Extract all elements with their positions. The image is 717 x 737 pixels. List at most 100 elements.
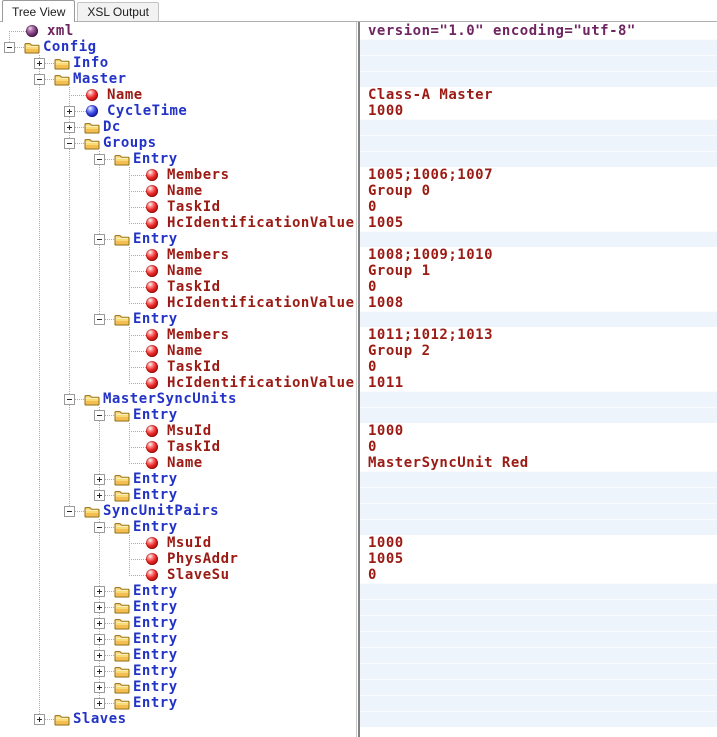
tab-xsl-output[interactable]: XSL Output — [77, 2, 159, 21]
node-label[interactable]: Members — [167, 327, 230, 343]
node-label[interactable]: Name — [167, 263, 203, 279]
node-label[interactable]: MsuId — [167, 423, 212, 439]
node-label[interactable]: xml — [47, 23, 74, 39]
node-label[interactable]: Members — [167, 247, 230, 263]
node-label[interactable]: Entry — [133, 311, 178, 327]
node-label[interactable]: Entry — [133, 519, 178, 535]
tree-node-entry[interactable]: Entry — [0, 311, 356, 327]
tree-node-entry[interactable]: Entry — [0, 231, 356, 247]
node-label[interactable]: Entry — [133, 695, 178, 711]
tree-node-members[interactable]: Members — [0, 327, 356, 343]
tree-node-members[interactable]: Members — [0, 247, 356, 263]
tree-node-entry[interactable]: Entry — [0, 471, 356, 487]
tree-node-name[interactable]: Name — [0, 87, 356, 103]
node-label[interactable]: Entry — [133, 679, 178, 695]
tree-node-slaves[interactable]: Slaves — [0, 711, 356, 727]
tree-node-info[interactable]: Info — [0, 55, 356, 71]
expander-plus-icon[interactable] — [94, 602, 105, 613]
tree-node-cycletime[interactable]: CycleTime — [0, 103, 356, 119]
node-label[interactable]: Info — [73, 55, 109, 71]
node-label[interactable]: MasterSyncUnits — [103, 391, 237, 407]
tree-node-entry[interactable]: Entry — [0, 663, 356, 679]
tree-node-dc[interactable]: Dc — [0, 119, 356, 135]
tree-node-slavesu[interactable]: SlaveSu — [0, 567, 356, 583]
expander-plus-icon[interactable] — [34, 58, 45, 69]
tree-node-name[interactable]: Name — [0, 343, 356, 359]
node-label[interactable]: Entry — [133, 583, 178, 599]
tree-node-entry[interactable]: Entry — [0, 615, 356, 631]
tree-node-physaddr[interactable]: PhysAddr — [0, 551, 356, 567]
node-label[interactable]: TaskId — [167, 279, 221, 295]
tree-node-members[interactable]: Members — [0, 167, 356, 183]
node-label[interactable]: Entry — [133, 615, 178, 631]
tree-node-hcidentificationvalue[interactable]: HcIdentificationValue — [0, 295, 356, 311]
node-label[interactable]: Entry — [133, 471, 178, 487]
expander-plus-icon[interactable] — [94, 666, 105, 677]
node-label[interactable]: Members — [167, 167, 230, 183]
node-label[interactable]: SlaveSu — [167, 567, 230, 583]
tree-node-name[interactable]: Name — [0, 263, 356, 279]
node-label[interactable]: MsuId — [167, 535, 212, 551]
tree-node-entry[interactable]: Entry — [0, 695, 356, 711]
node-label[interactable]: Entry — [133, 647, 178, 663]
expander-minus-icon[interactable] — [94, 314, 105, 325]
tree-node-master[interactable]: Master — [0, 71, 356, 87]
expander-minus-icon[interactable] — [94, 234, 105, 245]
tree-node-taskid[interactable]: TaskId — [0, 199, 356, 215]
tree-node-entry[interactable]: Entry — [0, 679, 356, 695]
node-label[interactable]: Name — [167, 343, 203, 359]
expander-plus-icon[interactable] — [94, 634, 105, 645]
expander-minus-icon[interactable] — [94, 522, 105, 533]
expander-minus-icon[interactable] — [4, 42, 15, 53]
node-label[interactable]: Groups — [103, 135, 157, 151]
tree-node-syncunitpairs[interactable]: SyncUnitPairs — [0, 503, 356, 519]
tab-tree-view[interactable]: Tree View — [2, 0, 76, 22]
expander-plus-icon[interactable] — [94, 586, 105, 597]
node-label[interactable]: TaskId — [167, 439, 221, 455]
tree-node-entry[interactable]: Entry — [0, 631, 356, 647]
node-label[interactable]: TaskId — [167, 359, 221, 375]
tree-node-name[interactable]: Name — [0, 455, 356, 471]
tree-node-entry[interactable]: Entry — [0, 407, 356, 423]
node-label[interactable]: Name — [167, 455, 203, 471]
node-label[interactable]: Entry — [133, 631, 178, 647]
node-label[interactable]: TaskId — [167, 199, 221, 215]
node-label[interactable]: HcIdentificationValue — [167, 375, 355, 391]
node-label[interactable]: Config — [43, 39, 97, 55]
node-label[interactable]: Slaves — [73, 711, 127, 727]
expander-minus-icon[interactable] — [64, 138, 75, 149]
tree-node-config[interactable]: Config — [0, 39, 356, 55]
node-label[interactable]: Name — [167, 183, 203, 199]
node-label[interactable]: CycleTime — [107, 103, 188, 119]
node-label[interactable]: Entry — [133, 663, 178, 679]
node-label[interactable]: Entry — [133, 599, 178, 615]
node-label[interactable]: Entry — [133, 407, 178, 423]
expander-minus-icon[interactable] — [94, 410, 105, 421]
tree-node-entry[interactable]: Entry — [0, 599, 356, 615]
expander-minus-icon[interactable] — [94, 154, 105, 165]
node-label[interactable]: Entry — [133, 231, 178, 247]
expander-plus-icon[interactable] — [64, 122, 75, 133]
tree-node-msuid[interactable]: MsuId — [0, 423, 356, 439]
node-label[interactable]: Name — [107, 87, 143, 103]
node-label[interactable]: Dc — [103, 119, 121, 135]
expander-plus-icon[interactable] — [34, 714, 45, 725]
expander-minus-icon[interactable] — [64, 394, 75, 405]
node-label[interactable]: Entry — [133, 151, 178, 167]
tree-node-taskid[interactable]: TaskId — [0, 279, 356, 295]
pane-divider[interactable] — [356, 22, 360, 737]
expander-plus-icon[interactable] — [94, 650, 105, 661]
tree-node-name[interactable]: Name — [0, 183, 356, 199]
expander-plus-icon[interactable] — [94, 682, 105, 693]
tree-node-msuid[interactable]: MsuId — [0, 535, 356, 551]
tree-node-hcidentificationvalue[interactable]: HcIdentificationValue — [0, 375, 356, 391]
tree-node-hcidentificationvalue[interactable]: HcIdentificationValue — [0, 215, 356, 231]
node-label[interactable]: PhysAddr — [167, 551, 239, 567]
tree-node-taskid[interactable]: TaskId — [0, 359, 356, 375]
expander-minus-icon[interactable] — [64, 506, 75, 517]
node-label[interactable]: Master — [73, 71, 127, 87]
expander-minus-icon[interactable] — [34, 74, 45, 85]
expander-plus-icon[interactable] — [94, 474, 105, 485]
node-label[interactable]: Entry — [133, 487, 178, 503]
tree-node-taskid[interactable]: TaskId — [0, 439, 356, 455]
